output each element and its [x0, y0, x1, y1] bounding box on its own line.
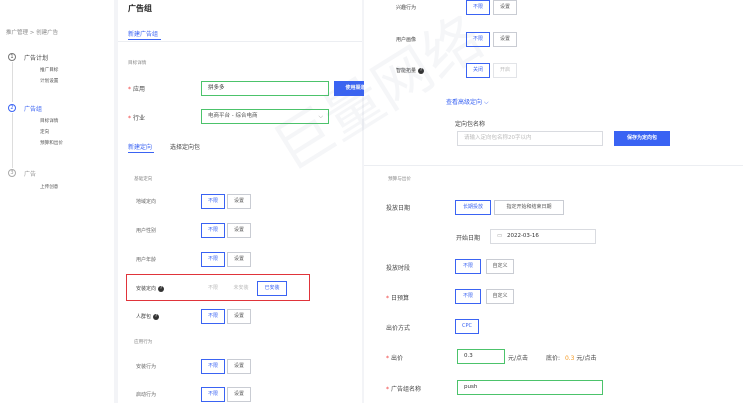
budget-divider: [364, 165, 743, 166]
chevron-down-icon: ⌵: [318, 113, 323, 120]
step-3-title[interactable]: 广告: [24, 171, 37, 178]
bid-label: *出价: [386, 355, 404, 362]
time-custom-button[interactable]: 自定义: [486, 259, 514, 274]
step-1-title[interactable]: 广告计划: [24, 55, 49, 62]
interest-label: 兴趣行为: [396, 5, 417, 11]
step-line-1: [12, 62, 13, 102]
industry-label: *行业: [128, 115, 146, 122]
age-unlimited-button[interactable]: 不限: [201, 252, 225, 267]
package-name-label: 定向包名称: [455, 121, 486, 128]
gender-label: 用户性别: [136, 228, 157, 234]
region-set-button[interactable]: 设置: [227, 194, 251, 209]
portrait-label: 用户画像: [396, 37, 417, 43]
bid-unit: 元/点击: [508, 355, 529, 362]
industry-select[interactable]: 电商平台 - 综合电商 ⌵: [201, 109, 329, 124]
step-3-sub-1[interactable]: 上传创意: [40, 185, 59, 190]
interest-set-button[interactable]: 设置: [493, 0, 517, 15]
step-1-icon: 1: [8, 53, 16, 61]
start-date-input[interactable]: ▭ 2022-03-16: [490, 229, 596, 244]
group-name-label: *广告组名称: [386, 386, 422, 393]
portrait-unlimited-button[interactable]: 不限: [466, 32, 490, 47]
target-section-title: 目标详情: [128, 61, 147, 66]
step-3-icon: 3: [8, 169, 16, 177]
bid-method-cpc[interactable]: CPC: [455, 319, 479, 334]
smart-on-button[interactable]: 开启: [493, 63, 517, 78]
breadcrumb: 推广管理 > 创建广告: [6, 30, 59, 36]
tab-new-targeting-underline: [128, 152, 154, 153]
daily-budget-label: *日预算: [386, 295, 410, 302]
app-input[interactable]: 拼多多: [201, 81, 329, 96]
help-icon: ?: [153, 313, 160, 320]
long-term-button[interactable]: 长期投放: [455, 200, 491, 215]
tab-select-package[interactable]: 选择定向包: [170, 144, 201, 151]
advanced-targeting-link[interactable]: 查看高级定向 ⌵: [446, 99, 489, 106]
step-2-icon: 2: [8, 104, 16, 112]
group-name-input[interactable]: push: [457, 380, 603, 395]
step-1-sub-2[interactable]: 计划设置: [40, 79, 59, 84]
interest-unlimited-button[interactable]: 不限: [466, 0, 490, 15]
app-label: *应用: [128, 86, 146, 93]
package-name-input[interactable]: 请输入定向包名称20字以内: [457, 131, 603, 146]
floor-price: 底价: 0.3 元/点击: [546, 355, 597, 362]
daily-unlimited-button[interactable]: 不限: [455, 289, 481, 304]
region-label: 地域定向: [136, 199, 157, 205]
basic-targeting-title: 基础定向: [134, 177, 153, 182]
start-date-label: 开始日期: [456, 235, 481, 242]
crowd-set-button[interactable]: 设置: [227, 309, 251, 324]
bid-input[interactable]: 0.3: [457, 349, 505, 364]
smart-expand-label: 智能拓量?: [396, 67, 425, 74]
step-2-sub-1[interactable]: 目标详情: [40, 119, 59, 124]
install-behavior-unlimited-button[interactable]: 不限: [201, 359, 225, 374]
breadcrumb-item-promo[interactable]: 推广管理: [6, 30, 29, 36]
time-unlimited-button[interactable]: 不限: [455, 259, 481, 274]
time-slot-label: 投放时段: [386, 265, 411, 272]
launch-behavior-label: 启动行为: [136, 392, 157, 398]
specific-dates-button[interactable]: 指定开始和结束日期: [494, 200, 564, 215]
gender-set-button[interactable]: 设置: [227, 223, 251, 238]
crowd-label: 人群包?: [136, 313, 160, 320]
gender-unlimited-button[interactable]: 不限: [201, 223, 225, 238]
industry-value: 电商平台 - 综合电商: [208, 113, 258, 119]
launch-behavior-unlimited-button[interactable]: 不限: [201, 387, 225, 402]
install-installed-button[interactable]: 已安装: [257, 281, 287, 296]
install-unlimited-button[interactable]: 不限: [201, 281, 225, 296]
daily-custom-button[interactable]: 自定义: [486, 289, 514, 304]
budget-section-title: 预算与出价: [388, 177, 411, 182]
calendar-icon: ▭: [497, 233, 503, 239]
help-icon: ?: [158, 285, 165, 292]
step-2-sub-2[interactable]: 定向: [40, 130, 50, 135]
start-date-value: 2022-03-16: [506, 233, 539, 239]
floor-price-value: 0.3: [564, 355, 575, 362]
age-set-button[interactable]: 设置: [227, 252, 251, 267]
region-unlimited-button[interactable]: 不限: [201, 194, 225, 209]
install-targeting-label: 安装定向?: [136, 285, 165, 292]
help-icon: ?: [418, 67, 425, 74]
launch-behavior-set-button[interactable]: 设置: [227, 387, 251, 402]
app-behavior-title: 应用行为: [134, 340, 153, 345]
crowd-unlimited-button[interactable]: 不限: [201, 309, 225, 324]
chevron-down-icon: ⌵: [483, 99, 489, 106]
age-label: 用户年龄: [136, 257, 157, 263]
header-divider: [118, 41, 362, 42]
tab-new-targeting[interactable]: 新建定向: [128, 144, 153, 151]
tab-new-adgroup-underline: [128, 39, 161, 40]
portrait-set-button[interactable]: 设置: [493, 32, 517, 47]
install-behavior-set-button[interactable]: 设置: [227, 359, 251, 374]
sidebar: [0, 0, 114, 403]
save-package-button[interactable]: 保存为定向包: [614, 131, 670, 146]
install-targeting-highlight: [126, 274, 310, 301]
step-line-2: [12, 113, 13, 168]
step-2-sub-3[interactable]: 预算和出价: [40, 141, 63, 146]
install-behavior-label: 安装行为: [136, 364, 157, 370]
page-title: 广告组: [128, 4, 152, 13]
install-not-installed-button[interactable]: 未安装: [227, 281, 255, 296]
smart-off-button[interactable]: 关闭: [466, 63, 490, 78]
date-label: 投放日期: [386, 205, 411, 212]
step-1-sub-1[interactable]: 推广目标: [40, 68, 59, 73]
step-2-title[interactable]: 广告组: [24, 106, 43, 113]
breadcrumb-item-create: 创建广告: [36, 30, 59, 36]
bid-method-label: 出价方式: [386, 325, 411, 332]
tab-new-adgroup[interactable]: 新建广告组: [128, 31, 159, 38]
